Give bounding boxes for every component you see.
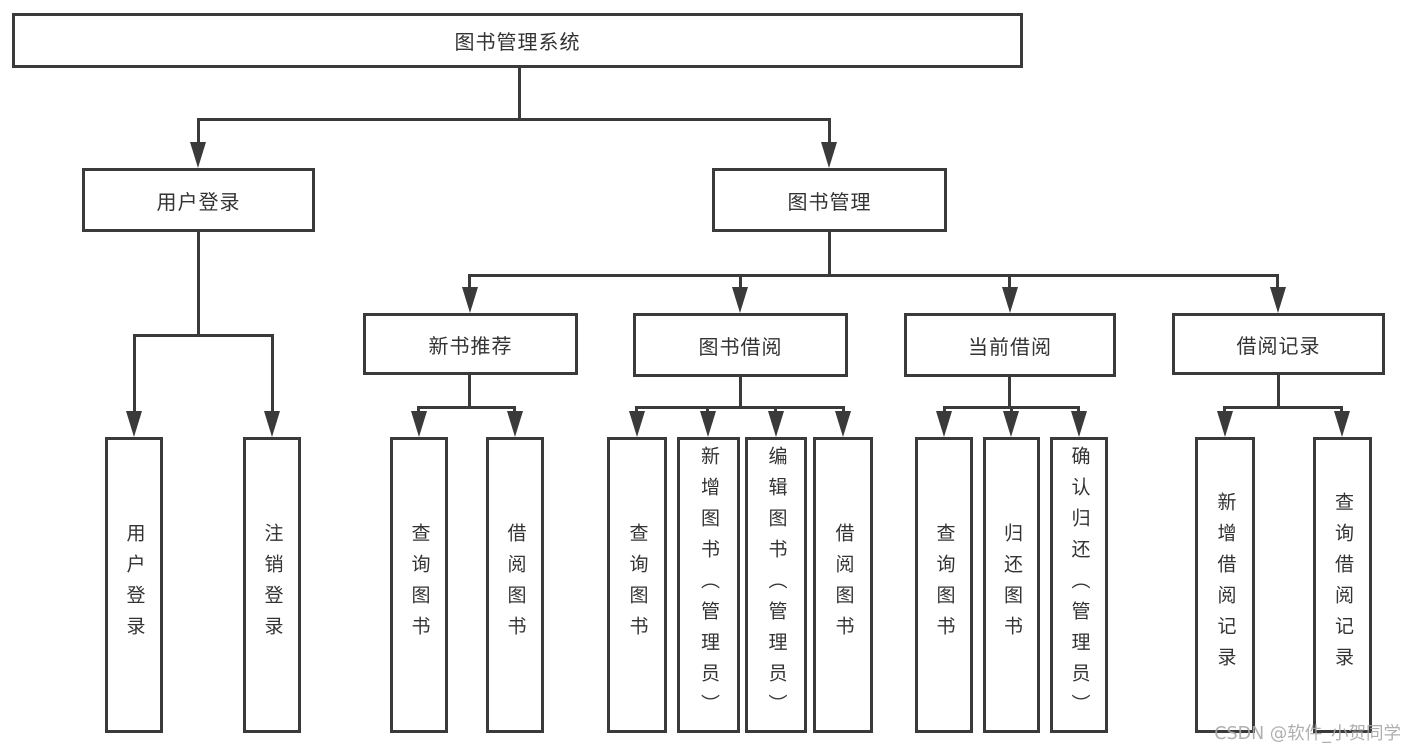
arrowhead-icon bbox=[462, 287, 478, 313]
edge-l2-drop-left bbox=[197, 118, 200, 144]
edge-current-borrow-stem bbox=[1008, 377, 1011, 406]
node-book-borrow: 图书借阅 bbox=[633, 313, 848, 377]
leaf-newbooks-query-books: 查询图书 bbox=[390, 437, 448, 733]
node-book-borrow-label: 图书借阅 bbox=[698, 334, 783, 359]
arrowhead-icon bbox=[700, 411, 716, 437]
edge-l3-drop-2 bbox=[739, 274, 742, 289]
node-new-book-recommend: 新书推荐 bbox=[363, 313, 578, 375]
edge-current-borrow-drop-2 bbox=[1010, 406, 1013, 413]
edge-l3-drop-4 bbox=[1276, 274, 1279, 289]
arrowhead-icon bbox=[629, 411, 645, 437]
node-current-borrow: 当前借阅 bbox=[904, 313, 1116, 377]
leaf-bookborrow-query-books: 查询图书 bbox=[607, 437, 667, 733]
arrowhead-icon bbox=[190, 142, 206, 168]
edge-book-borrow-drop-2 bbox=[706, 406, 709, 413]
edge-borrow-records-drop-1 bbox=[1223, 406, 1226, 413]
leaf-add-borrow-record-label: 新增借阅记录 bbox=[1214, 492, 1237, 678]
node-user-login: 用户登录 bbox=[82, 168, 315, 232]
arrowhead-icon bbox=[768, 411, 784, 437]
arrowhead-icon bbox=[1003, 411, 1019, 437]
edge-user-login-stem bbox=[197, 232, 200, 334]
leaf-return-book-label: 归还图书 bbox=[1001, 523, 1023, 647]
node-root-label: 图书管理系统 bbox=[454, 30, 581, 54]
edge-l3-bracket bbox=[468, 274, 1279, 277]
leaf-bookborrow-borrow-books: 借阅图书 bbox=[813, 437, 873, 733]
edge-new-books-stem bbox=[468, 375, 471, 406]
leaf-bookborrow-borrow-books-label: 借阅图书 bbox=[832, 523, 855, 647]
arrowhead-icon bbox=[835, 411, 851, 437]
leaf-user-login-label: 用户登录 bbox=[123, 523, 146, 647]
edge-book-borrow-drop-4 bbox=[842, 406, 845, 413]
node-user-login-label: 用户登录 bbox=[156, 189, 241, 214]
leaf-query-borrow-record: 查询借阅记录 bbox=[1313, 437, 1372, 733]
edge-book-mgmt-stem bbox=[828, 232, 831, 274]
arrowhead-icon bbox=[411, 411, 427, 437]
arrowhead-icon bbox=[1071, 411, 1087, 437]
leaf-add-borrow-record: 新增借阅记录 bbox=[1195, 437, 1255, 733]
node-borrow-records-label: 借阅记录 bbox=[1236, 333, 1321, 358]
leaf-return-book: 归还图书 bbox=[983, 437, 1040, 733]
leaf-add-book-admin: 新增图书（管理员） bbox=[677, 437, 740, 733]
edge-book-borrow-drop-3 bbox=[774, 406, 777, 413]
edge-user-login-drop-right bbox=[271, 334, 274, 411]
edge-user-login-bracket bbox=[133, 334, 274, 337]
edge-current-borrow-drop-1 bbox=[943, 406, 946, 413]
edge-l3-drop-1 bbox=[468, 274, 471, 289]
edge-borrow-records-drop-2 bbox=[1340, 406, 1343, 413]
edge-root-stem bbox=[518, 68, 521, 118]
leaf-newbooks-borrow-books: 借阅图书 bbox=[486, 437, 544, 733]
arrowhead-icon bbox=[1334, 411, 1350, 437]
csdn-watermark: CSDN @软件_小贺同学 bbox=[1214, 724, 1401, 744]
edge-book-borrow-bracket bbox=[635, 406, 845, 409]
node-book-management: 图书管理 bbox=[712, 168, 947, 232]
edge-l2-drop-right bbox=[828, 118, 831, 144]
node-borrow-records: 借阅记录 bbox=[1172, 313, 1385, 375]
edge-l2-bracket bbox=[197, 118, 831, 121]
node-current-borrow-label: 当前借阅 bbox=[968, 334, 1052, 359]
edge-user-login-drop-left bbox=[133, 334, 136, 411]
leaf-logout: 注销登录 bbox=[243, 437, 301, 733]
edge-l3-drop-3 bbox=[1008, 274, 1011, 289]
edge-book-borrow-drop-1 bbox=[635, 406, 638, 413]
leaf-logout-label: 注销登录 bbox=[261, 523, 284, 647]
arrowhead-icon bbox=[264, 411, 280, 437]
edge-book-borrow-stem bbox=[739, 377, 742, 406]
leaf-confirm-return-admin: 确认归还（管理员） bbox=[1050, 437, 1108, 733]
leaf-edit-book-admin: 编辑图书（管理员） bbox=[745, 437, 807, 733]
leaf-bookborrow-query-books-label: 查询图书 bbox=[626, 523, 649, 647]
leaf-currentborrow-query-books-label: 查询图书 bbox=[933, 523, 956, 647]
arrowhead-icon bbox=[936, 411, 952, 437]
arrowhead-icon bbox=[821, 142, 837, 168]
leaf-edit-book-admin-label: 编辑图书（管理员） bbox=[765, 445, 788, 725]
leaf-add-book-admin-label: 新增图书（管理员） bbox=[698, 445, 720, 725]
arrowhead-icon bbox=[126, 411, 142, 437]
leaf-user-login: 用户登录 bbox=[105, 437, 163, 733]
leaf-newbooks-borrow-books-label: 借阅图书 bbox=[504, 523, 527, 647]
edge-borrow-records-bracket bbox=[1223, 406, 1343, 409]
arrowhead-icon bbox=[1217, 411, 1233, 437]
leaf-confirm-return-admin-label: 确认归还（管理员） bbox=[1068, 445, 1091, 725]
leaf-currentborrow-query-books: 查询图书 bbox=[915, 437, 973, 733]
edge-new-books-drop-2 bbox=[513, 406, 516, 413]
arrowhead-icon bbox=[1002, 287, 1018, 313]
arrowhead-icon bbox=[1270, 287, 1286, 313]
edge-current-borrow-drop-3 bbox=[1077, 406, 1080, 413]
arrowhead-icon bbox=[732, 287, 748, 313]
node-book-management-label: 图书管理 bbox=[787, 189, 872, 214]
edge-new-books-bracket bbox=[417, 406, 516, 409]
edge-new-books-drop-1 bbox=[417, 406, 420, 413]
node-root-system: 图书管理系统 bbox=[12, 13, 1023, 68]
leaf-query-borrow-record-label: 查询借阅记录 bbox=[1332, 492, 1354, 678]
node-new-book-recommend-label: 新书推荐 bbox=[428, 333, 513, 358]
edge-borrow-records-stem bbox=[1277, 375, 1280, 406]
leaf-newbooks-query-books-label: 查询图书 bbox=[408, 523, 431, 647]
arrowhead-icon bbox=[507, 411, 523, 437]
